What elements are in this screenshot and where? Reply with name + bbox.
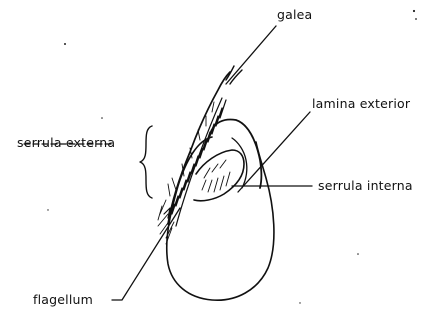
movable-finger — [194, 150, 244, 201]
lamina-exterior-leader — [238, 112, 310, 192]
hand-outline — [167, 137, 274, 300]
flagellum-label: flagellum — [33, 294, 93, 307]
serrula-externa-label: serrula externa — [17, 137, 115, 150]
galea-leader — [226, 26, 276, 84]
serrula-interna-label: serrula interna — [318, 180, 413, 193]
fixed-finger-inner — [176, 98, 222, 226]
serrula-externa-brace — [140, 126, 152, 198]
galea-label: galea — [277, 9, 312, 22]
lamina-exterior-label: lamina exterior — [312, 98, 410, 111]
serrula-interna-teeth — [202, 160, 230, 192]
